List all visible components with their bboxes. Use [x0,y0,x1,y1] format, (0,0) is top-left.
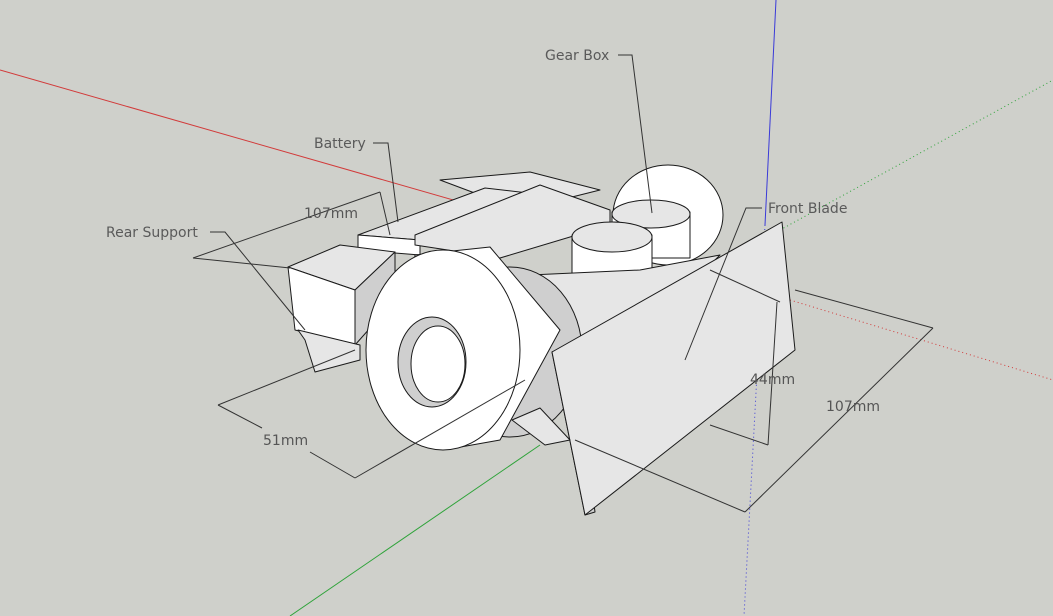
dim-blade-height-label[interactable]: 44mm [750,372,795,388]
dim-wheel-width-label[interactable]: 51mm [263,433,308,449]
dim-wheel-width-line1 [217,404,263,429]
front-blade[interactable] [551,221,796,516]
dim-wheel-width-line2 [309,451,356,479]
dim-rear-width-label[interactable]: 107mm [304,206,358,222]
rear-support-leader [210,231,306,331]
battery-label[interactable]: Battery [314,136,366,152]
leader-lines [210,54,762,361]
dim-blade-height-line [767,301,778,446]
front-blade-label[interactable]: Front Blade [768,201,847,217]
gear-box-leader [618,54,653,214]
gear-box-right-top[interactable] [611,199,691,229]
green-axis [289,444,541,616]
front-blade-leader [684,207,762,361]
gear-box-left-top[interactable] [571,221,653,253]
robot-model[interactable] [287,164,796,516]
blade-mount[interactable] [511,407,571,446]
dim-front-width-ext2 [574,439,746,513]
dim-wheel-width-ext2 [354,379,526,479]
red-axis-dotted [789,299,1053,381]
dim-front-width-line [744,327,934,513]
gear-box-label[interactable]: Gear Box [545,48,609,64]
front-wheel-hub-inner[interactable] [410,325,466,403]
annotation-labels: Gear Box Battery Rear Support Front Blad… [106,48,880,449]
dim-rear-width-line [192,191,381,259]
dim-blade-height-ext2 [709,424,769,446]
rear-support-label[interactable]: Rear Support [106,225,198,241]
dim-rear-width-ext1 [192,257,291,269]
red-axis [0,69,531,223]
rear-support-leg[interactable] [297,329,361,373]
dim-blade-height-ext1 [709,269,781,303]
dim-front-width-label[interactable]: 107mm [826,399,880,415]
dim-rear-width-ext2 [379,191,391,236]
dim-front-width-ext1 [794,289,934,329]
dim-wheel-width-ext1 [217,349,356,406]
battery-leader [373,142,399,223]
blue-axis [764,0,777,226]
dimension-lines [192,191,934,513]
